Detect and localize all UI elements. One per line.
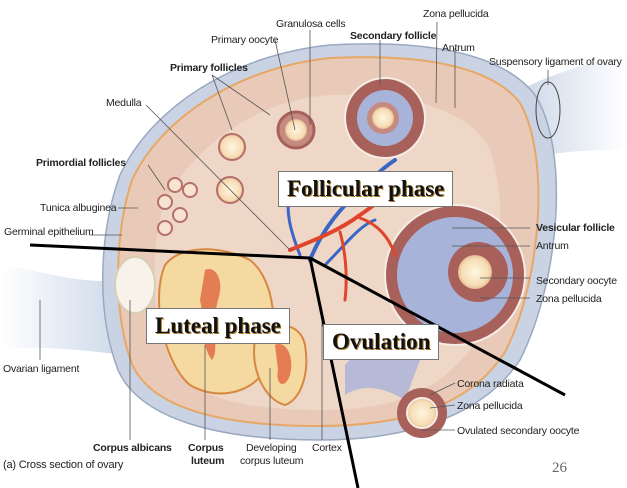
follicular-phase-box: Follicular phase [278, 171, 454, 207]
label-medulla: Medulla [106, 97, 142, 109]
developing-corpus-luteum [253, 324, 308, 407]
figure-caption: (a) Cross section of ovary [3, 459, 124, 471]
label-primary-oocyte: Primary oocyte [211, 34, 279, 46]
ruptured-follicle [345, 349, 420, 400]
ovarian-ligament [0, 265, 125, 355]
label-cortex: Cortex [312, 442, 342, 454]
label-ovulated-secondary-oocyte: Ovulated secondary oocyte [457, 425, 580, 437]
corpus-albicans [114, 256, 156, 314]
ovulation-box: Ovulation [323, 324, 440, 360]
label-developing-corpus-luteum-line2: corpus luteum [240, 455, 304, 467]
label-tunica-albuginea: Tunica albuginea [40, 202, 117, 214]
label-developing-corpus-luteum-line1: Developing [246, 442, 297, 454]
label-vesicular-follicle: Vesicular follicle [536, 222, 615, 234]
label-granulosa-cells: Granulosa cells [276, 18, 346, 30]
secondary-follicle [344, 77, 426, 159]
primary-follicles [216, 110, 316, 204]
label-suspensory-ligament: Suspensory ligament of ovary [489, 56, 622, 68]
label-primary-follicles: Primary follicles [170, 62, 248, 74]
label-germinal-epithelium: Germinal epithelium [4, 226, 94, 238]
label-zona-pellucida-right: Zona pellucida [536, 293, 602, 305]
label-primordial-follicles: Primordial follicles [36, 157, 126, 169]
label-corpus-albicans: Corpus albicans [93, 442, 172, 454]
primordial-follicles [157, 177, 198, 236]
label-zona-pellucida-top: Zona pellucida [423, 8, 489, 20]
ovulated-oocyte [397, 388, 447, 438]
label-secondary-follicle: Secondary follicle [350, 30, 437, 42]
label-antrum-right: Antrum [536, 240, 569, 252]
label-corona-radiata: Corona radiata [457, 378, 524, 390]
luteal-phase-box: Luteal phase [146, 308, 290, 344]
leader-lines [39, 21, 549, 440]
label-ovarian-ligament: Ovarian ligament [3, 363, 80, 375]
label-corpus-luteum-line1: Corpus [188, 442, 224, 454]
label-secondary-oocyte: Secondary oocyte [536, 275, 617, 287]
label-zona-pellucida-bottom: Zona pellucida [457, 400, 523, 412]
label-corpus-luteum-line2: luteum [191, 455, 225, 467]
page-number: 26 [552, 460, 567, 476]
label-antrum-top: Antrum [442, 42, 475, 54]
